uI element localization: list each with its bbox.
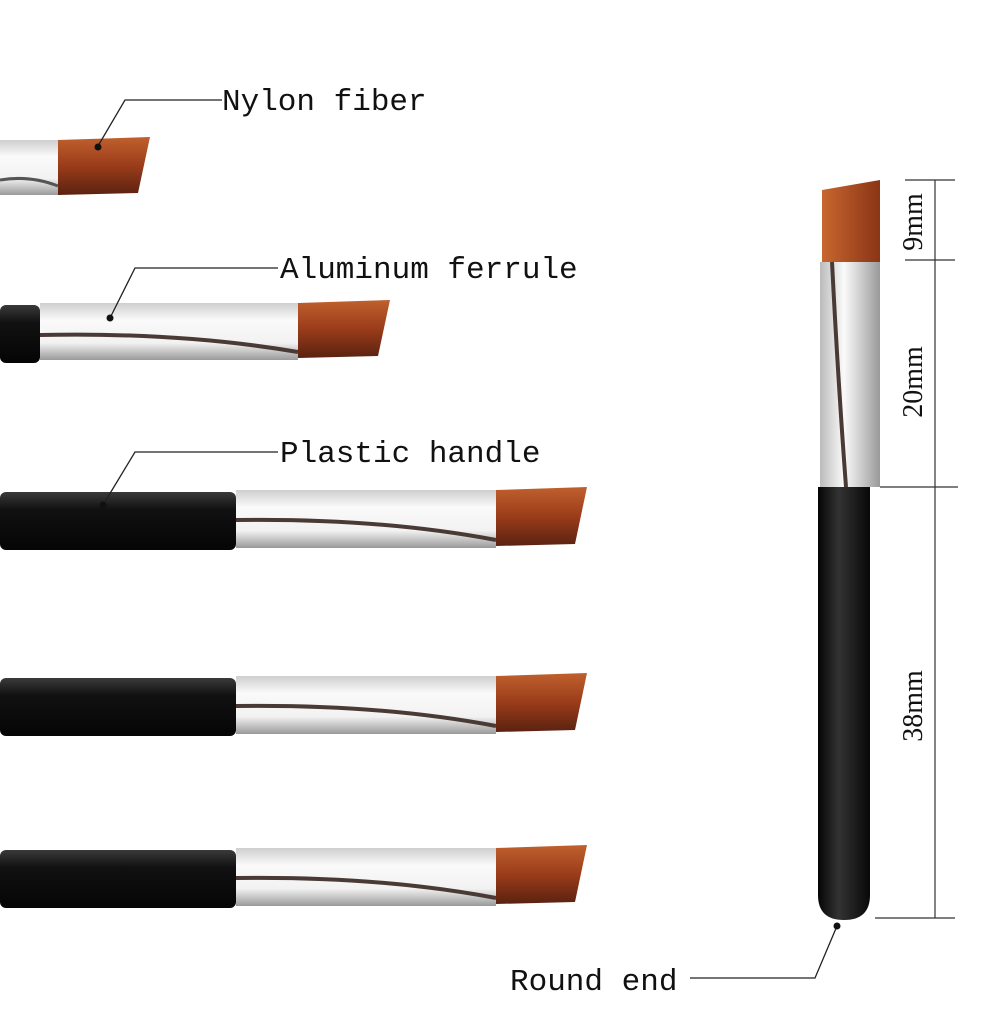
label-nylon-fiber: Nylon fiber — [222, 85, 427, 120]
dimension-handle: 38mm — [898, 670, 929, 742]
brush-3 — [0, 487, 587, 550]
brush-1 — [0, 137, 150, 195]
brush-2 — [0, 300, 390, 363]
label-plastic-handle: Plastic handle — [280, 437, 540, 472]
brush-vertical — [818, 180, 880, 920]
dimension-bristle: 9mm — [898, 193, 929, 251]
label-aluminum-ferrule: Aluminum ferrule — [280, 253, 578, 288]
leader-dots — [94, 143, 841, 930]
brush-5 — [0, 845, 587, 908]
leader-lines — [97, 99, 838, 979]
brush-4 — [0, 673, 587, 736]
dimension-lines — [875, 179, 958, 919]
dimension-ferrule: 20mm — [898, 346, 929, 418]
label-round-end: Round end — [510, 965, 677, 1000]
